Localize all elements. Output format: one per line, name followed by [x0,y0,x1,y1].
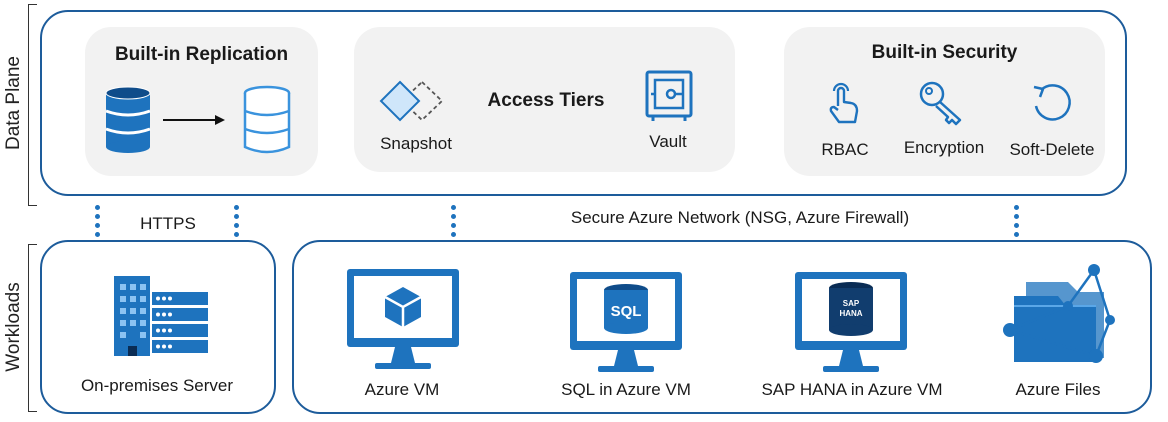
sql-icon-text: SQL [611,303,642,320]
on-premises-server-icon [114,276,208,356]
sql-vm-label: SQL in Azure VM [561,380,691,399]
secure-network-label: Secure Azure Network (NSG, Azure Firewal… [570,208,910,227]
on-premises-label: On-premises Server [80,376,234,395]
key-icon [919,81,962,126]
azure-vm-label: Azure VM [364,380,440,399]
arrow-right-icon [163,115,225,125]
workloads-bracket [28,244,37,412]
azure-vm-icon [347,269,459,369]
undo-circle-icon [1033,84,1071,121]
snapshot-icon [379,80,444,122]
vault-icon [645,70,693,121]
encryption-label: Encryption [903,138,985,157]
snapshot-label: Snapshot [380,134,452,153]
touch-hand-icon [829,82,859,124]
replication-title: Built-in Replication [114,44,289,65]
azure-files-label: Azure Files [1015,380,1101,399]
workloads-label: Workloads [3,282,24,372]
sql-vm-icon: SQL [570,272,682,372]
security-title: Built-in Security [871,42,1018,63]
sap-hana-vm-label: SAP HANA in Azure VM [761,380,943,399]
connector-dots-2 [234,205,239,237]
connector-dots-1 [95,205,100,237]
connector-dots-3 [451,205,456,237]
rbac-label: RBAC [821,140,869,159]
sap-icon-text: SAP [843,299,860,308]
hana-icon-text: HANA [839,309,862,318]
access-tiers-title: Access Tiers [487,90,605,111]
https-label: HTTPS [140,214,196,233]
soft-delete-label: Soft-Delete [1009,140,1095,159]
vault-label: Vault [649,132,687,151]
data-plane-bracket [28,4,37,206]
azure-files-icon [1003,264,1115,363]
database-outline-icon [243,85,291,154]
connector-dots-4 [1014,205,1019,237]
sap-hana-vm-icon: SAP HANA [795,272,907,372]
data-plane-label: Data Plane [3,56,24,151]
database-filled-icon [105,86,151,153]
